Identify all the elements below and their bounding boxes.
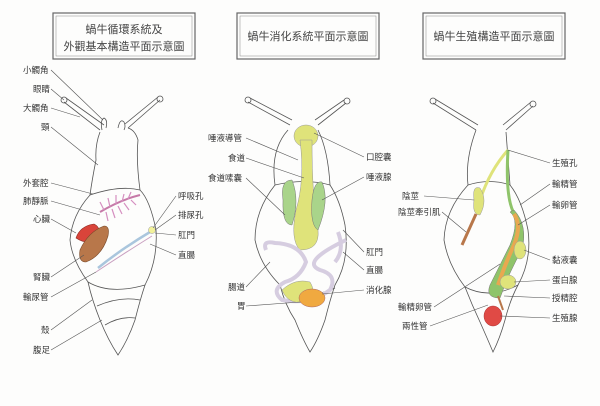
label-large-tentacle: 大觸角 xyxy=(23,103,49,114)
mucus-gland xyxy=(513,240,527,260)
label-esophagus: 食道 xyxy=(228,153,246,164)
label-spermoviduct: 輸精卵管 xyxy=(398,302,432,313)
label-genital-pore: 生殖孔 xyxy=(552,158,578,169)
hermaphrodite-duct xyxy=(497,295,504,311)
label-hermaphrodite-duct: 兩性管 xyxy=(402,321,428,332)
label-anus: 肛門 xyxy=(178,231,195,241)
label-penis-retractor: 陰莖牽引肌 xyxy=(398,207,441,218)
rectum xyxy=(97,230,151,269)
label-respiratory-pore: 呼吸孔 xyxy=(178,191,204,202)
label-vas-deferens: 輸精管 xyxy=(552,179,578,190)
label-shell: 殼 xyxy=(41,325,50,336)
ureter xyxy=(95,235,153,273)
label-rectum: 直腸 xyxy=(178,250,196,261)
digestive-gland xyxy=(298,288,326,308)
title-box xyxy=(52,12,196,60)
labels-right: 呼吸孔 排尿孔 肛門 直腸 xyxy=(149,191,204,261)
label-anus: 肛門 xyxy=(366,248,383,258)
kidney xyxy=(79,225,109,263)
label-gonad: 生殖腺 xyxy=(552,313,578,324)
panel-title: 蝸牛生殖構造平面示意圖 xyxy=(434,29,555,43)
panel-title-line1: 蝸牛循環系統及 xyxy=(86,22,163,36)
panel-digestive: 蝸牛消化系統平面示意圖 唾液導管 食道 食道嗉囊 腸道 胃 xyxy=(208,12,392,353)
gonad xyxy=(483,305,503,327)
respiratory-pore xyxy=(148,226,156,234)
labels-left: 小觸角 眼睛 大觸角 頸 外套腔 肺靜脈 心臟 腎臟 輸尿管 殼 腹足 xyxy=(23,65,104,356)
penis xyxy=(473,187,485,216)
oviduct xyxy=(496,212,520,286)
label-oviduct: 輸卵管 xyxy=(552,200,578,211)
label-salivary-gland: 唾液腺 xyxy=(366,172,392,183)
salivary-gland xyxy=(311,181,326,231)
intestine xyxy=(263,238,347,304)
labels-left: 唾液導管 食道 食道嗉囊 腸道 胃 xyxy=(208,133,305,312)
label-ureter: 輸尿管 xyxy=(23,292,49,303)
label-albumen-gland: 蛋白腺 xyxy=(552,275,578,286)
label-mantle-cavity: 外套腔 xyxy=(23,178,49,189)
title-box xyxy=(422,12,566,60)
snail-body-outline xyxy=(60,95,164,356)
panel-title-line2: 外觀基本構造平面示意圖 xyxy=(64,39,185,53)
panel-reproductive: 蝸牛生殖構造平面示意圖 陰莖 陰莖牽引肌 輸精卵管 兩性管 xyxy=(398,12,578,353)
rectum xyxy=(333,231,343,264)
label-fertilization-chamber: 授精腔 xyxy=(552,293,578,304)
label-rectum: 直腸 xyxy=(366,265,384,276)
label-neck: 頸 xyxy=(41,123,50,133)
vas-deferens xyxy=(478,148,510,201)
labels-right: 口腔囊 唾液腺 肛門 直腸 消化腺 xyxy=(313,132,392,296)
penis-retractor-muscle xyxy=(460,213,478,246)
title-box xyxy=(236,12,380,60)
label-digestive-gland: 消化腺 xyxy=(366,285,392,296)
spermoviduct xyxy=(488,209,524,299)
label-salivary-duct: 唾液導管 xyxy=(208,133,242,144)
label-heart: 心臟 xyxy=(33,214,51,225)
label-eye: 眼睛 xyxy=(33,84,51,95)
label-mucus-gland: 黏液囊 xyxy=(552,255,578,266)
panel-title: 蝸牛消化系統平面示意圖 xyxy=(248,29,369,43)
label-buccal-mass: 口腔囊 xyxy=(366,152,392,163)
label-intestine: 腸道 xyxy=(228,282,246,293)
labels-right: 生殖孔 輸精管 輸卵管 黏液囊 蛋白腺 授精腔 生殖腺 xyxy=(499,149,578,324)
pulmonary-vein xyxy=(99,191,141,222)
label-penis: 陰莖 xyxy=(402,191,420,202)
panel-circulatory: 蝸牛循環系統及 外觀基本構造平面示意圖 小觸角 眼睛 xyxy=(23,12,204,356)
salivary-gland-left xyxy=(282,179,297,226)
label-small-tentacle: 小觸角 xyxy=(23,65,49,76)
label-kidney: 腎臟 xyxy=(33,272,51,283)
oviduct-upper xyxy=(505,149,517,216)
albumen-gland xyxy=(499,274,517,290)
label-foot: 腹足 xyxy=(33,345,51,356)
labels-left: 陰莖 陰莖牽引肌 輸精卵管 兩性管 xyxy=(398,191,501,332)
label-excretory-pore: 排尿孔 xyxy=(178,210,204,221)
label-crop: 食道嗉囊 xyxy=(208,173,243,184)
label-pulmonary-vein: 肺靜脈 xyxy=(23,196,49,207)
label-stomach: 胃 xyxy=(237,302,246,312)
eye-icon xyxy=(60,96,68,104)
